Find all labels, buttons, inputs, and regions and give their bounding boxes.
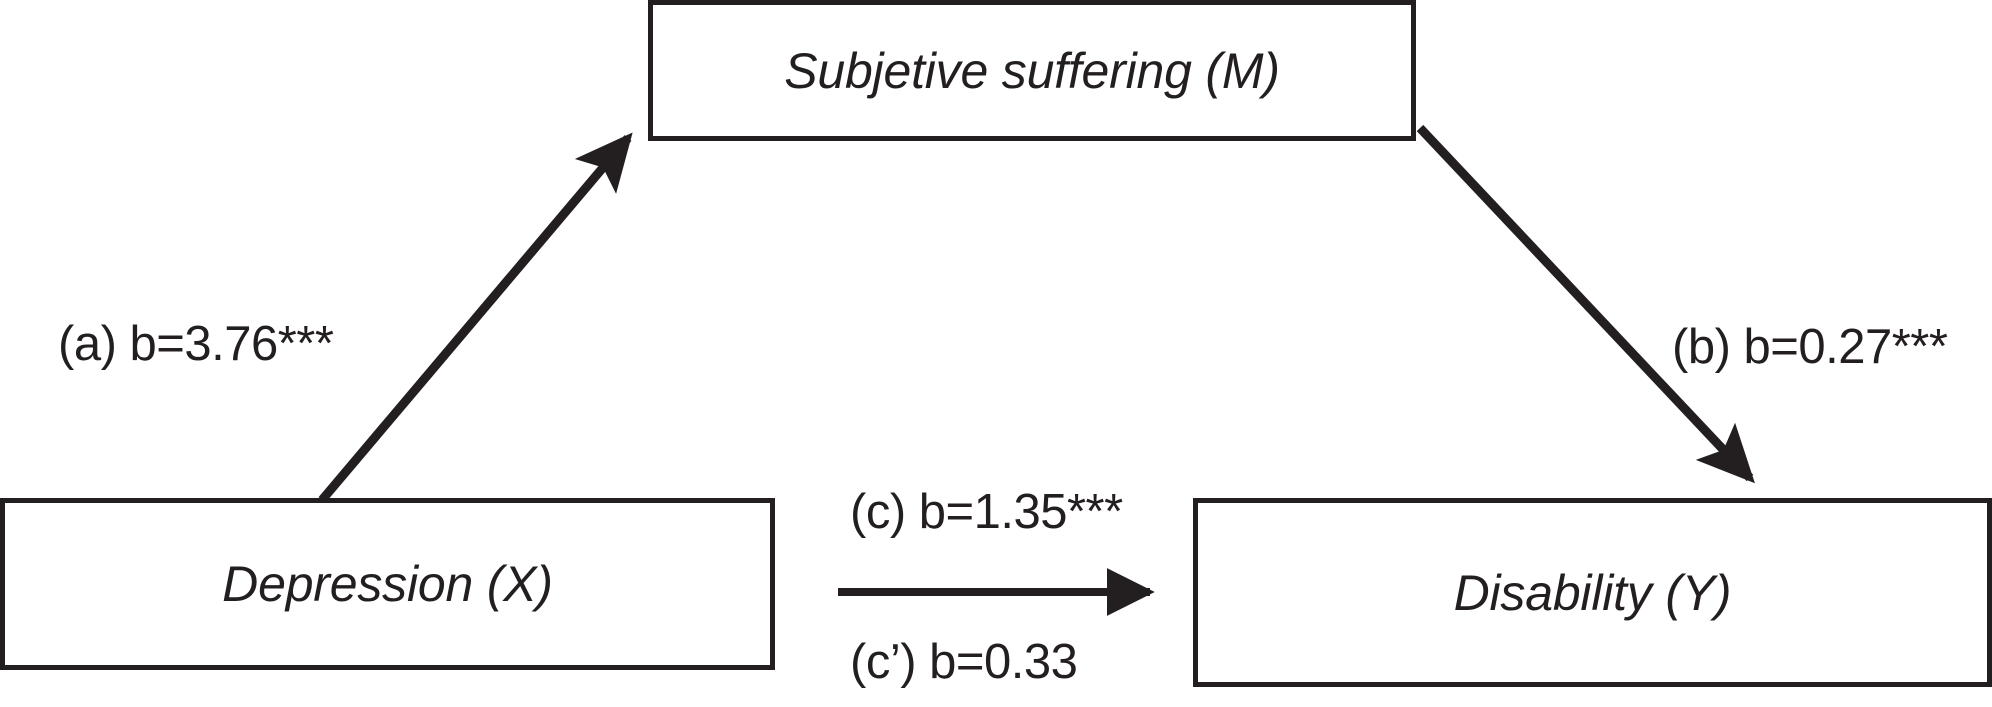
- path-label-c-prime: (c’) b=0.33: [850, 635, 1078, 689]
- path-label-c: (c) b=1.35***: [850, 485, 1123, 539]
- path-label-b: (b) b=0.27***: [1672, 320, 1948, 374]
- node-label-mediator: Subjetive suffering (M): [784, 42, 1280, 99]
- path-a-arrow: [318, 132, 633, 503]
- node-box-outcome[interactable]: Disability (Y): [1193, 498, 1992, 687]
- node-label-predictor: Depression (X): [222, 556, 553, 612]
- path-b-arrow: [1416, 124, 1755, 484]
- node-box-predictor[interactable]: Depression (X): [0, 498, 775, 670]
- node-label-outcome: Disability (Y): [1453, 564, 1732, 621]
- node-box-mediator[interactable]: Subjetive suffering (M): [648, 0, 1416, 141]
- path-label-a: (a) b=3.76***: [58, 317, 334, 371]
